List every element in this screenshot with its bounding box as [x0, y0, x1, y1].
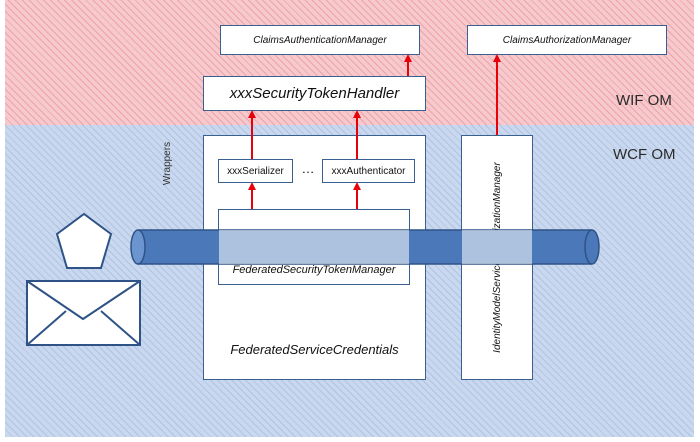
- pentagon-icon: [55, 212, 113, 269]
- wcf-om-label: WCF OM: [613, 146, 676, 163]
- claims-authorization-manager-box: ClaimsAuthorizationManager: [467, 25, 667, 55]
- authenticator-box: xxxAuthenticator: [322, 159, 415, 183]
- authorization-manager-pipe-overlap: [462, 230, 532, 264]
- envelope-icon: [26, 280, 141, 346]
- ellipsis-text: …: [301, 161, 315, 176]
- security-token-handler-box: xxxSecurityTokenHandler: [203, 76, 426, 111]
- federated-service-credentials-label: FederatedServiceCredentials: [230, 342, 399, 357]
- token-manager-pipe-overlap: [219, 230, 409, 264]
- wif-om-label: WIF OM: [616, 92, 672, 109]
- flow-arrows: [248, 54, 501, 209]
- wif-layer-band: [5, 0, 694, 125]
- claims-authentication-manager-box: ClaimsAuthenticationManager: [220, 25, 420, 55]
- token-manager-label: FederatedSecurityTokenManager: [232, 264, 396, 276]
